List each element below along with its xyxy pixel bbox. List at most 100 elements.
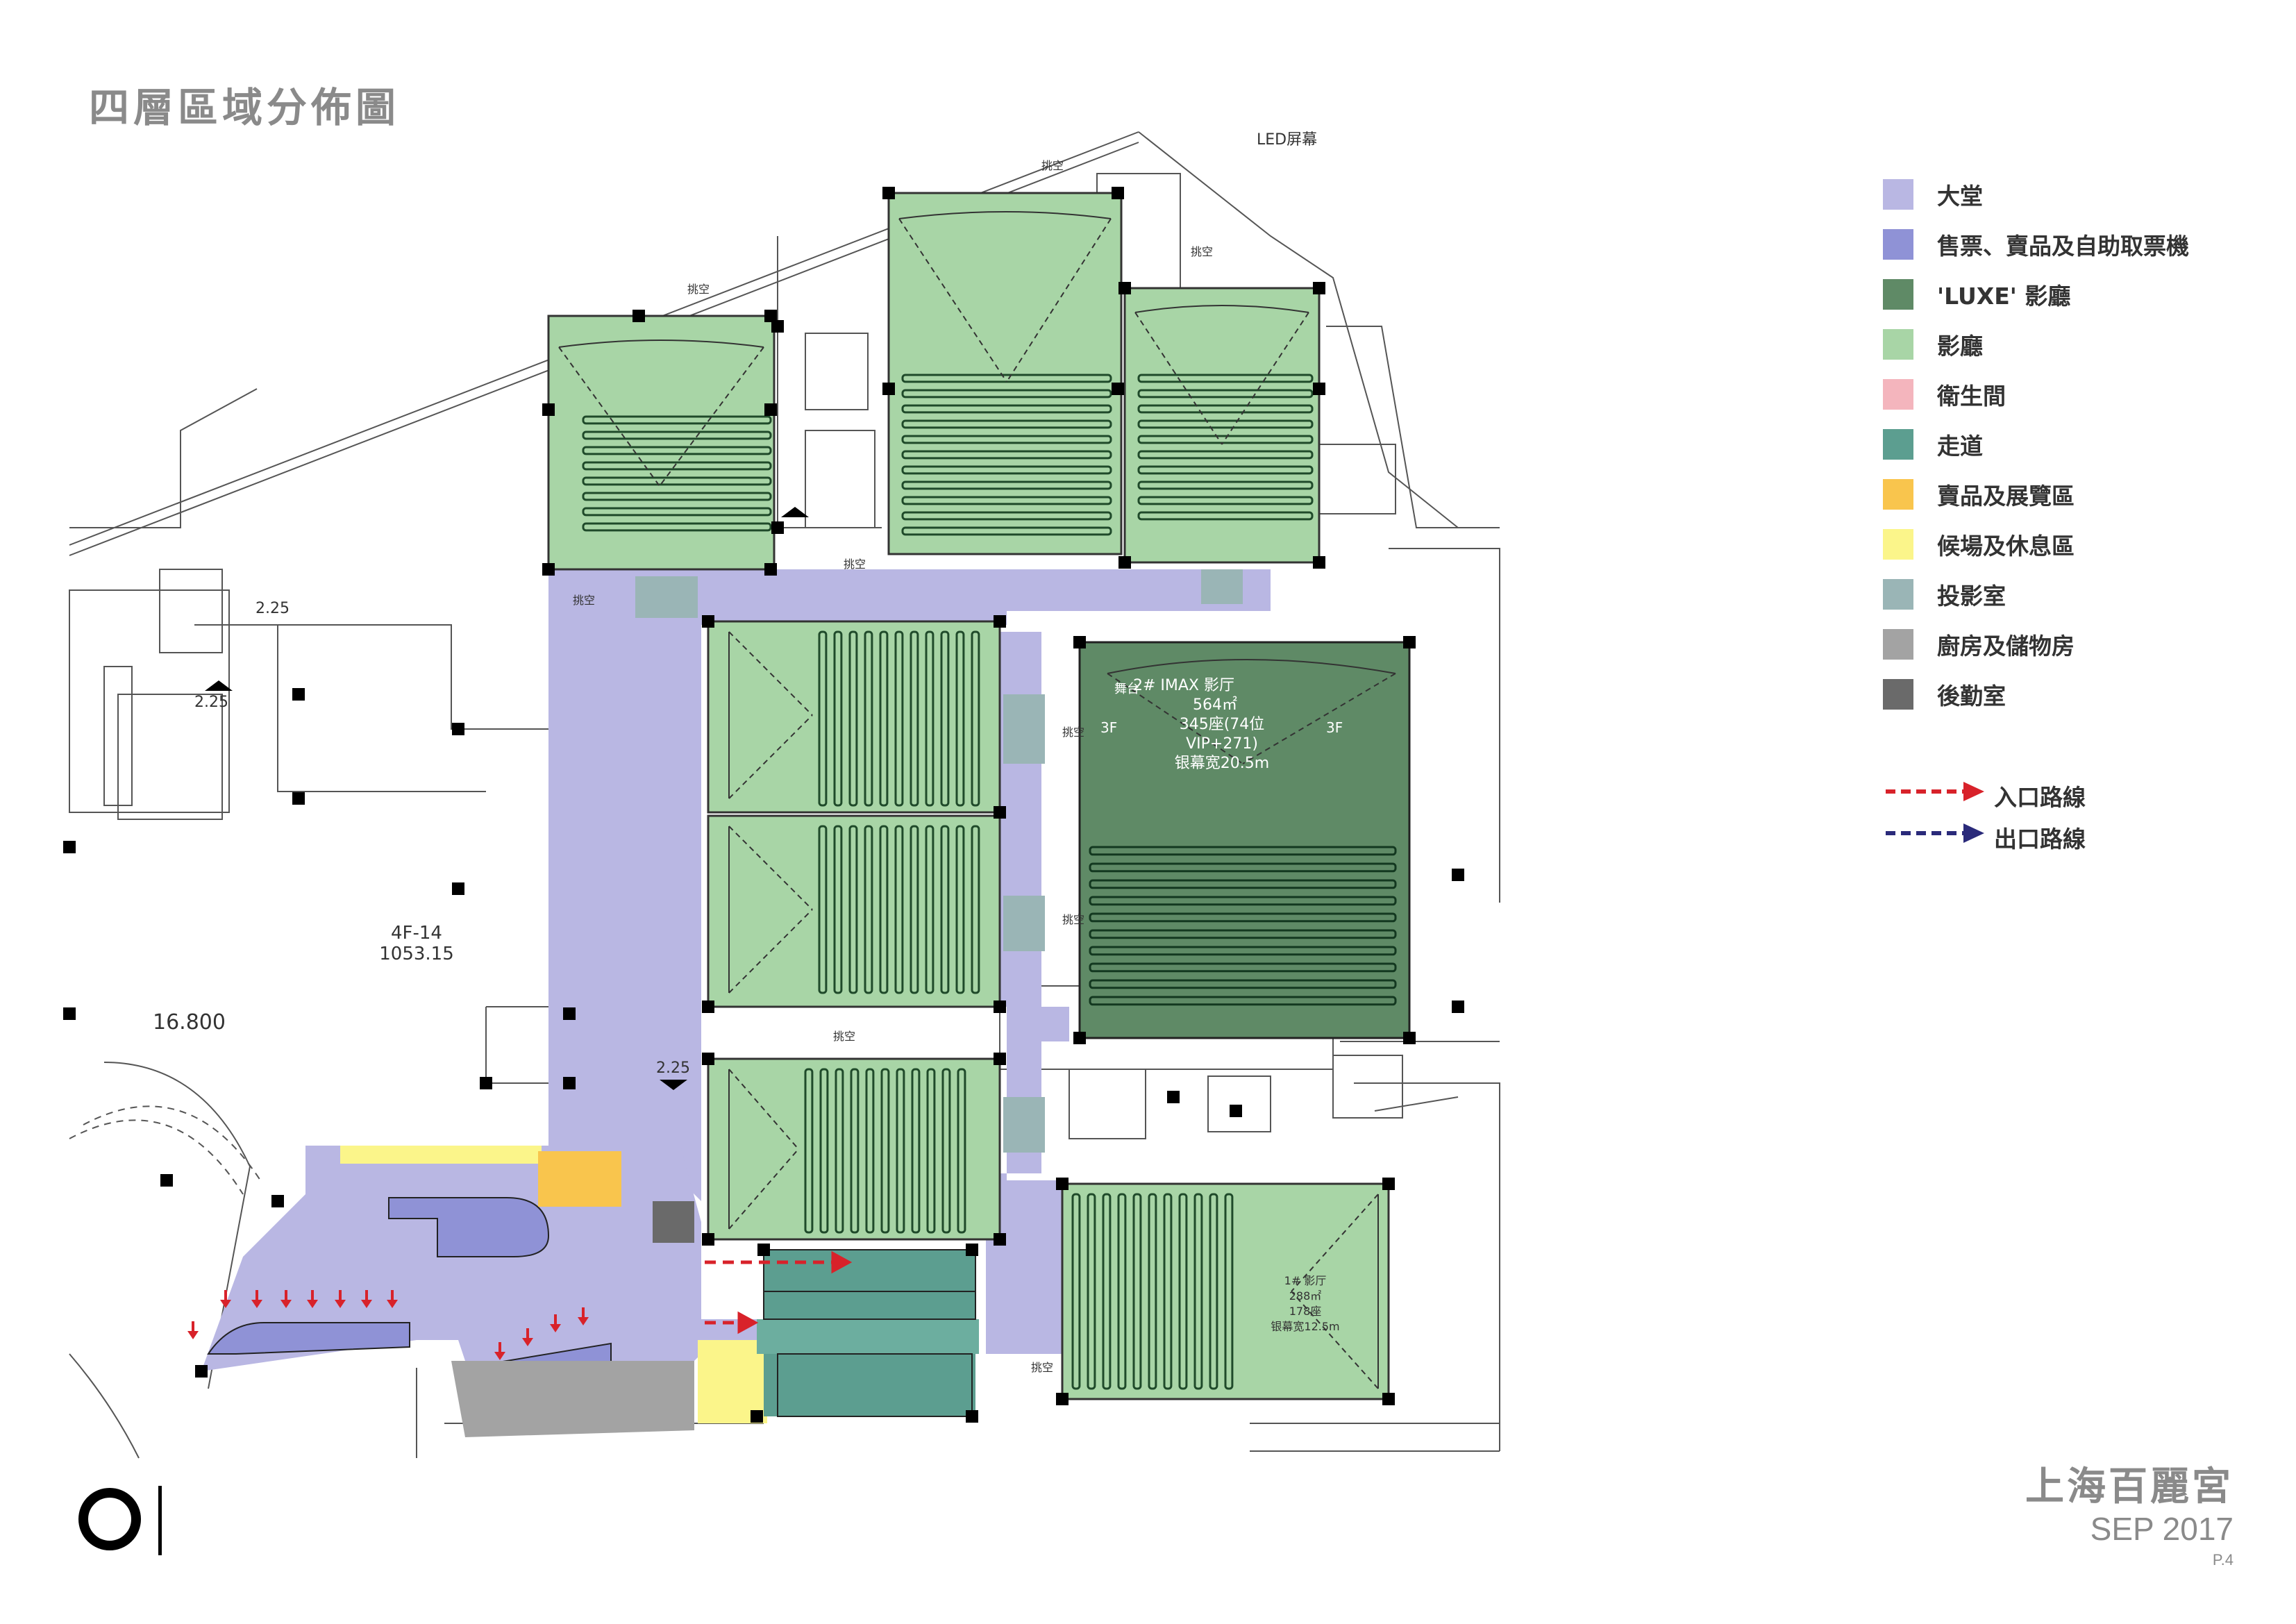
legend-label: 賣品及展覽區 xyxy=(1937,483,2075,510)
seat-row xyxy=(901,450,1112,460)
column-marker xyxy=(63,1007,76,1020)
legend-label: 'LUXE' 影廳 xyxy=(1937,283,2071,310)
page-number: P.4 xyxy=(2212,1551,2234,1568)
seat-row xyxy=(1132,1193,1142,1390)
page-title: 四層區域分佈圖 xyxy=(89,84,401,131)
legend-label: 候場及休息區 xyxy=(1937,533,2075,560)
column-marker xyxy=(563,1007,576,1020)
column-marker xyxy=(1452,1001,1464,1013)
exit-route-arrow-icon xyxy=(1886,823,1984,843)
column-marker xyxy=(292,792,305,805)
column-marker xyxy=(702,1053,714,1065)
column-marker xyxy=(764,310,777,322)
column-marker xyxy=(751,1410,763,1423)
column-marker xyxy=(1313,556,1325,569)
hall1-label-1: 1# 影厅 xyxy=(1284,1274,1327,1287)
column-marker xyxy=(702,615,714,628)
seat-row xyxy=(1089,862,1397,873)
zone-area: 1053.15 xyxy=(379,944,454,964)
column-marker xyxy=(1313,383,1325,395)
column-marker xyxy=(994,615,1006,628)
floor-plan: 2# IMAX 影厅 564㎡ 345座(74位 VIP+271) 银幕宽20.… xyxy=(63,131,1500,1459)
column-marker xyxy=(1313,282,1325,294)
logo-ring xyxy=(78,1488,141,1550)
imax-stage-label: 舞台 xyxy=(1114,682,1139,696)
seat-row xyxy=(582,492,772,501)
seat-row xyxy=(1089,962,1397,973)
seat-row xyxy=(864,630,873,807)
column-marker xyxy=(632,310,645,322)
column-marker xyxy=(1073,636,1086,648)
legend-swatch xyxy=(1883,579,1913,610)
seat-row xyxy=(848,630,858,807)
seat-row xyxy=(879,630,889,807)
column-marker xyxy=(966,1410,978,1423)
seat-rows xyxy=(582,374,1397,1390)
seat-row xyxy=(971,630,980,807)
column-marker xyxy=(966,1244,978,1256)
void-label-2: 挑空 xyxy=(687,283,710,296)
legend-label: 影廳 xyxy=(1937,333,1983,360)
seat-row xyxy=(901,389,1112,399)
imax-3f-right: 3F xyxy=(1326,719,1343,736)
legend-item-ticketing: 售票、賣品及自助取票機 xyxy=(1883,224,2272,262)
seat-row xyxy=(865,1068,875,1234)
merch-area xyxy=(538,1151,621,1207)
column-marker xyxy=(1382,1178,1395,1190)
column-marker xyxy=(994,1053,1006,1065)
column-marker xyxy=(764,403,777,416)
seat-row xyxy=(1193,1193,1203,1390)
void-label-8: 挑空 xyxy=(844,558,866,571)
imax-label-3: 345座(74位 xyxy=(1180,716,1265,733)
entry-arrow-head xyxy=(335,1300,346,1308)
seat-row xyxy=(926,1068,936,1234)
column-marker xyxy=(994,1233,1006,1246)
brand-logo xyxy=(78,1486,162,1555)
legend-item-merch: 賣品及展覽區 xyxy=(1883,474,2272,512)
void-label-5: 挑空 xyxy=(1062,913,1084,926)
structural-columns xyxy=(63,187,1464,1423)
legend-label: 投影室 xyxy=(1937,583,2006,610)
seat-row xyxy=(879,825,889,994)
led-label: LED屏幕 xyxy=(1257,131,1317,149)
seat-row xyxy=(1137,511,1314,521)
legend-swatch xyxy=(1883,679,1913,710)
hall1-label-3: 178座 xyxy=(1289,1305,1322,1318)
entry-route-label: 入口路線 xyxy=(1994,784,2086,811)
seat-row xyxy=(910,825,919,994)
entry-route-arrow-icon xyxy=(1886,782,1984,801)
seat-row xyxy=(1137,496,1314,505)
column-marker xyxy=(195,1365,208,1378)
legend-item-cinema: 影廳 xyxy=(1883,324,2272,362)
seat-row xyxy=(941,1068,951,1234)
legend-label: 走道 xyxy=(1937,433,1983,460)
column-marker xyxy=(1167,1091,1180,1103)
seat-row xyxy=(1137,404,1314,414)
column-marker xyxy=(1112,383,1124,395)
column-marker xyxy=(771,521,784,534)
legend-label: 廚房及儲物房 xyxy=(1937,633,2075,660)
imax-label-1: 2# IMAX 影厅 xyxy=(1133,677,1234,694)
imax-label-4: VIP+271) xyxy=(1186,735,1258,753)
seat-row xyxy=(910,630,919,807)
seat-row xyxy=(818,630,828,807)
seat-row xyxy=(582,430,772,440)
void-label-4: 挑空 xyxy=(833,1030,855,1043)
column-marker xyxy=(160,1174,173,1187)
waiting-areas xyxy=(340,1146,767,1423)
seat-row xyxy=(925,825,935,994)
imax-hall xyxy=(1078,641,1411,1039)
seat-row xyxy=(1137,465,1314,475)
column-marker xyxy=(764,563,777,576)
hall1-label-2: 288㎡ xyxy=(1289,1289,1322,1303)
seat-row xyxy=(1178,1193,1188,1390)
seat-row xyxy=(1071,1193,1081,1390)
imax-label-5: 银幕宽20.5m xyxy=(1175,755,1269,772)
seat-row xyxy=(955,630,965,807)
seat-row xyxy=(896,1068,905,1234)
entry-arrow-head xyxy=(251,1300,262,1308)
seat-row xyxy=(1117,1193,1127,1390)
seat-row xyxy=(894,825,904,994)
hall1-label-4: 银幕宽12.5m xyxy=(1271,1320,1339,1333)
seat-row xyxy=(1163,1193,1173,1390)
